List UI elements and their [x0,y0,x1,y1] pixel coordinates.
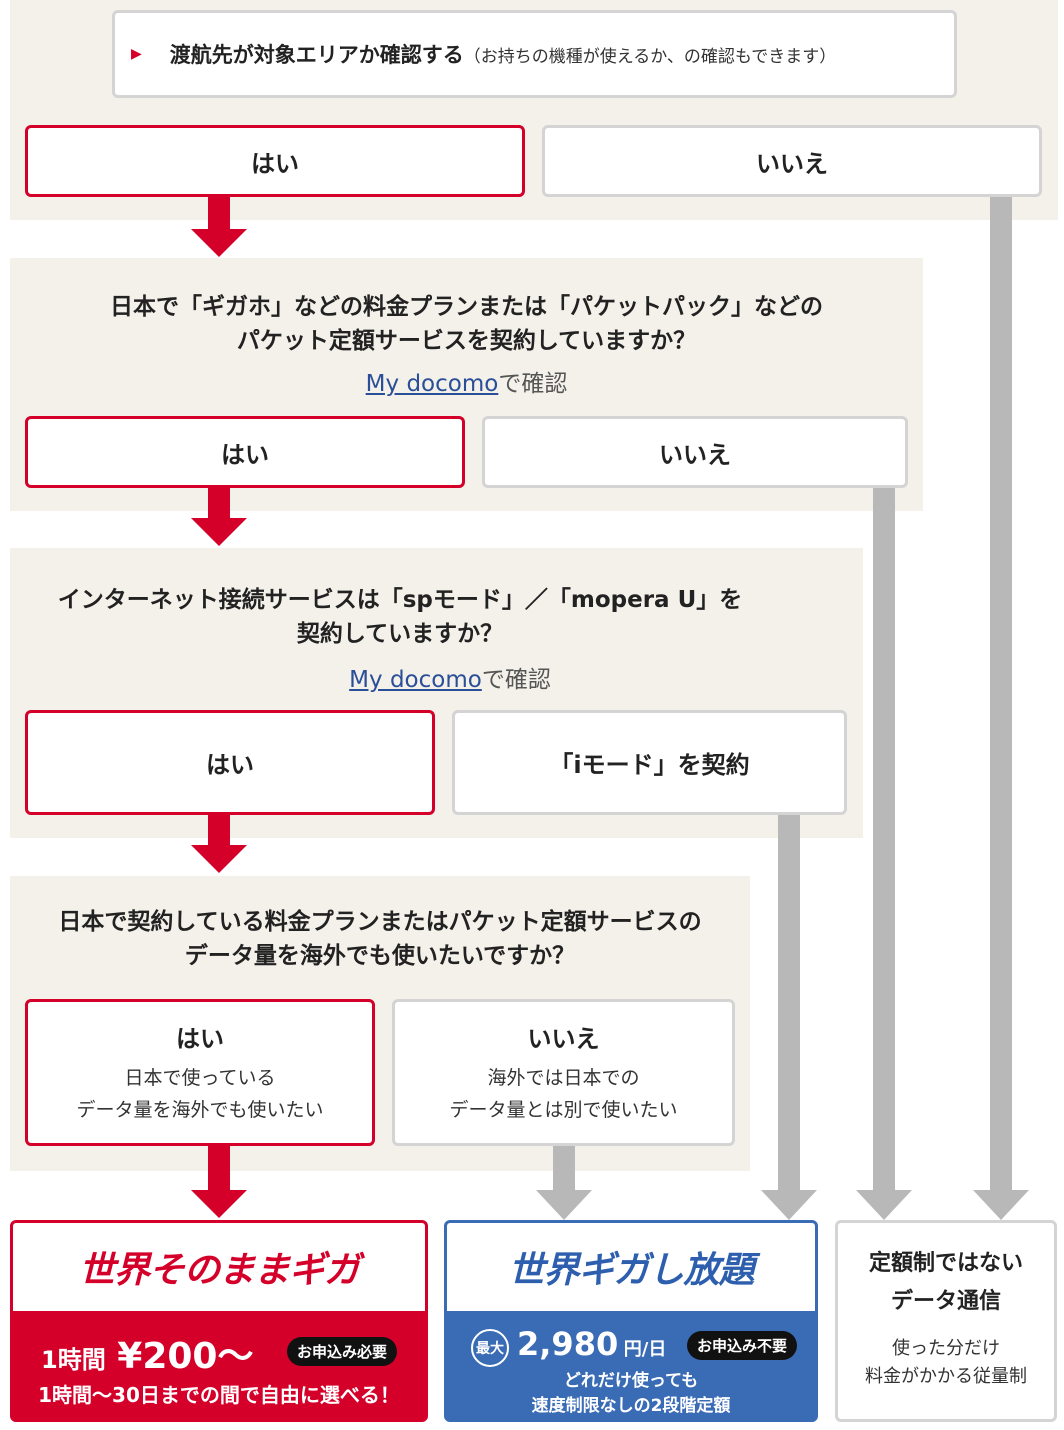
sonomama-price: ¥200～ [117,1336,254,1377]
q1-yes-button[interactable]: はい [25,416,465,488]
arrowhead-no-q3 [536,1190,592,1220]
connector-imode [778,812,800,1190]
sonomama-logo: 世界そのままギガ [78,1250,360,1291]
sonomama-badge: お申込み必要 [287,1337,398,1366]
q1-line2: パケット定額サービスを契約していますか？ [236,328,697,354]
result-giga-shihodai[interactable]: 世界ギガし放題 最大 2,980 円/日 お申込み不要 どれだけ使っても 速度制… [444,1220,818,1422]
hodai-desc2: 速度制限なしの2段階定額 [531,1396,731,1416]
area-yes-label: はい [251,149,299,178]
area-check-title: 渡航先が対象エリアか確認する [169,43,464,67]
q3-no-sub2: データ量とは別で使いたい [449,1099,678,1121]
q2-yes-button[interactable]: はい [25,710,435,815]
q2-link-suffix: で確認 [481,667,551,693]
q2-mydocomo: My docomoで確認 [10,660,890,694]
area-yes-button[interactable]: はい [25,125,525,197]
q2-yes-label: はい [206,751,254,779]
sonomama-price-row: 1時間 ¥200～ [41,1327,253,1379]
q1-no-button[interactable]: いいえ [482,416,908,488]
q2-mydocomo-link[interactable]: My docomo [349,667,482,693]
result-sonomama-giga[interactable]: 世界そのままギガ 1時間 ¥200～ お申込み必要 1時間～30日までの間で自由… [10,1220,428,1422]
area-check-note: （お持ちの機種が使えるか、の確認もできます） [463,46,837,67]
q1-mydocomo: My docomoで確認 [10,364,923,398]
arrow-yes-area-head [191,229,247,257]
q3-yes-sub2: データ量を海外でも使いたい [76,1099,324,1121]
q2-imode-button[interactable]: 「iモード」を契約 [452,710,847,815]
arrow-yes-q2-line [208,815,230,847]
payg-title1: 定額制ではない [868,1251,1023,1276]
q2-imode-label: 「iモード」を契約 [549,751,750,779]
hodai-desc: どれだけ使っても 速度制限なしの2段階定額 [447,1369,815,1419]
q3-no-label: いいえ [527,1025,600,1053]
arrow-yes-q3-line [208,1146,230,1192]
q1-link-suffix: で確認 [498,371,568,397]
payg-title2: データ通信 [890,1289,1001,1314]
hodai-desc1: どれだけ使っても [563,1371,699,1391]
sonomama-logo-area: 世界そのままギガ [13,1223,425,1311]
area-no-label: いいえ [756,149,828,178]
q3-yes-sub1: 日本で使っている [124,1067,276,1089]
q1-mydocomo-link[interactable]: My docomo [365,371,499,397]
arrow-yes-q2-head [191,845,247,873]
hodai-badge: お申込み不要 [687,1331,798,1360]
connector-no-q3 [553,1144,575,1190]
q3-yes-label: はい [176,1025,224,1053]
q1-line1: 日本で「ギガホ」などの料金プランまたは「パケットパック」などの [110,294,823,320]
hodai-price: 2,980 [517,1325,619,1363]
sonomama-price-prefix: 1時間 [41,1346,106,1374]
arrow-yes-q3-head [191,1190,247,1218]
q2-line2: 契約していますか？ [296,621,504,647]
q2-line1: インターネット接続サービスは「spモード」／「mopera U」を [57,587,743,613]
arrowhead-no-area [973,1190,1029,1220]
q3-question: 日本で契約している料金プランまたはパケット定額サービスの データ量を海外でも使い… [10,905,750,973]
hodai-logo-area: 世界ギガし放題 [447,1223,815,1311]
sonomama-desc: 1時間～30日までの間で自由に選べる！ [38,1383,400,1407]
q1-question: 日本で「ギガホ」などの料金プランまたは「パケットパック」などの パケット定額サー… [10,290,923,358]
area-check-button[interactable]: ▶ 渡航先が対象エリアか確認する （お持ちの機種が使えるか、の確認もできます） [112,10,957,98]
payg-desc2: 料金がかかる従量制 [865,1366,1027,1387]
q3-line2: データ量を海外でも使いたいですか？ [184,943,576,969]
arrow-yes-q1-head [191,518,247,546]
payg-title: 定額制ではない データ通信 [838,1245,1054,1321]
connector-no-area [990,190,1012,1190]
q3-yes-button[interactable]: はい 日本で使っている データ量を海外でも使いたい [25,999,375,1146]
q2-question: インターネット接続サービスは「spモード」／「mopera U」を 契約していま… [10,583,790,651]
hodai-unit: 円/日 [623,1339,667,1360]
arrow-yes-area-line [208,197,230,231]
q1-yes-label: はい [221,440,269,469]
arrowhead-no-q1 [856,1190,912,1220]
q3-no-sub1: 海外では日本での [487,1067,640,1089]
payg-desc1: 使った分だけ [892,1338,1000,1359]
arrowhead-imode [761,1190,817,1220]
q3-no-button[interactable]: いいえ 海外では日本での データ量とは別で使いたい [392,999,735,1146]
result-payg[interactable]: 定額制ではない データ通信 使った分だけ 料金がかかる従量制 [835,1220,1057,1422]
payg-desc: 使った分だけ 料金がかかる従量制 [838,1335,1054,1391]
connector-no-q1 [873,485,895,1190]
area-no-button[interactable]: いいえ [542,125,1042,197]
caret-right-icon: ▶ [131,46,142,62]
q1-no-label: いいえ [659,440,731,469]
hodai-max-icon: 最大 [471,1329,509,1367]
hodai-logo: 世界ギガし放題 [508,1250,754,1291]
arrow-yes-q1-line [208,488,230,520]
hodai-price-row: 2,980 円/日 [517,1325,666,1363]
q3-line1: 日本で契約している料金プランまたはパケット定額サービスの [58,909,702,935]
